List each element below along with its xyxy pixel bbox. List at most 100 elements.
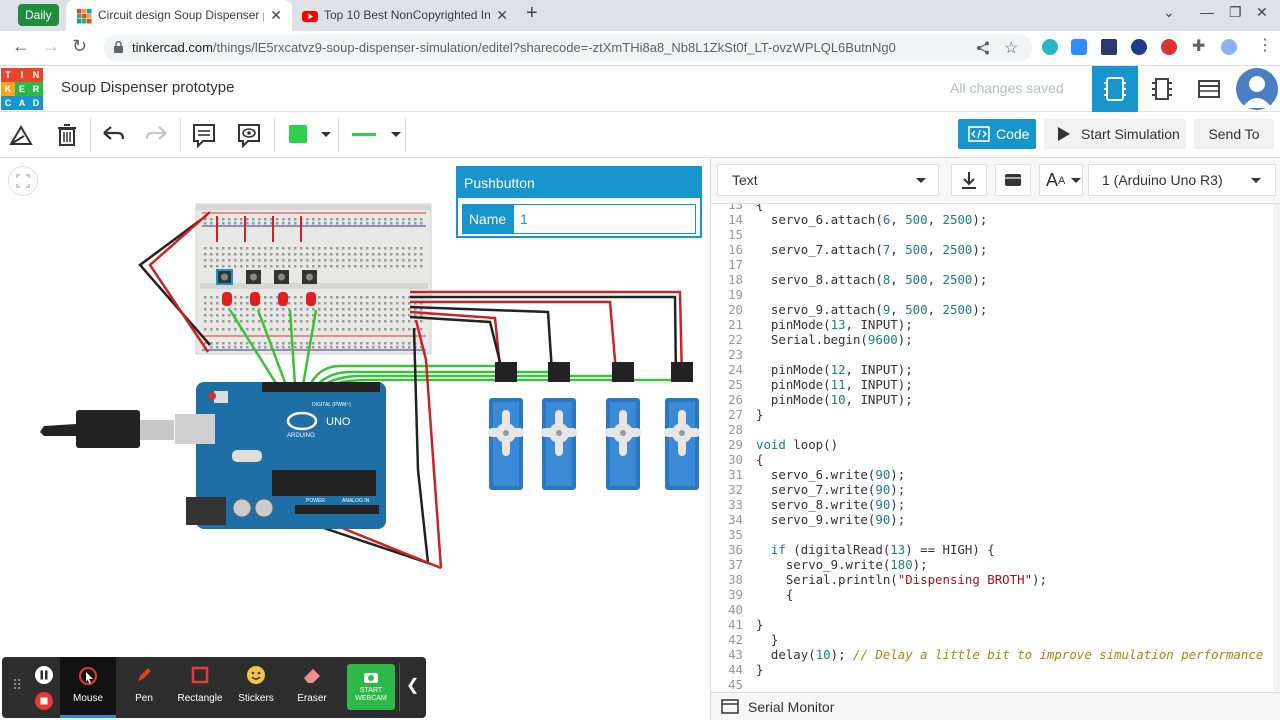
eraser-tool[interactable]: Eraser — [284, 657, 340, 718]
user-avatar[interactable] — [1236, 68, 1278, 110]
send-to-button[interactable]: Send To — [1194, 119, 1274, 149]
code-line[interactable]: 43 delay(10); // Delay a little bit to i… — [711, 647, 1273, 662]
code-line[interactable]: 19 — [711, 287, 1273, 302]
code-line[interactable]: 24 pinMode(12, INPUT); — [711, 362, 1273, 377]
profile-badge[interactable]: Daily — [18, 4, 59, 26]
code-line[interactable]: 34 servo_9.write(90); — [711, 512, 1273, 527]
schematic-view-button[interactable] — [1139, 66, 1185, 112]
code-line[interactable]: 38 Serial.println("Dispensing BROTH"); — [711, 572, 1273, 587]
circuit-canvas[interactable]: ARDUINO UNO DIGITAL (PWM~) POWER ANALOG … — [0, 158, 710, 720]
leds[interactable] — [222, 292, 316, 306]
wire-style-swatch[interactable] — [352, 133, 376, 136]
pen-tool[interactable]: Pen — [116, 657, 172, 718]
share-icon[interactable] — [976, 41, 990, 55]
code-line[interactable]: 17 — [711, 257, 1273, 272]
new-tab-icon[interactable]: + — [526, 2, 538, 24]
code-line[interactable]: 13{ — [711, 204, 1273, 212]
code-line[interactable]: 35 — [711, 527, 1273, 542]
undo-icon[interactable] — [100, 122, 126, 148]
reload-icon[interactable]: ↻ — [72, 36, 88, 56]
collapse-toolbar-icon[interactable]: ❮ — [406, 677, 420, 694]
code-line[interactable]: 28 — [711, 422, 1273, 437]
serial-monitor-bar[interactable]: Serial Monitor — [711, 692, 1280, 720]
code-line[interactable]: 14 servo_6.attach(6, 500, 2500); — [711, 212, 1273, 227]
code-scrollbar[interactable] — [1273, 204, 1280, 692]
extension-icon[interactable] — [1101, 39, 1117, 55]
chevron-down-icon[interactable] — [391, 132, 401, 137]
minimize-icon[interactable]: — — [1200, 4, 1214, 20]
arduino-uno-board[interactable]: ARDUINO UNO DIGITAL (PWM~) POWER ANALOG … — [175, 382, 386, 529]
code-line[interactable]: 41} — [711, 617, 1273, 632]
browser-tab-youtube[interactable]: Top 10 Best NonCopyrighted Intro Music ✕ — [292, 0, 518, 31]
back-icon[interactable]: ← — [12, 36, 30, 56]
fit-view-button[interactable] — [8, 166, 38, 196]
extension-icon[interactable] — [1161, 39, 1177, 55]
start-webcam-button[interactable]: START WEBCAM — [347, 664, 395, 710]
code-line[interactable]: 31 servo_6.write(90); — [711, 467, 1273, 482]
mouse-tool[interactable]: Mouse — [60, 657, 116, 718]
code-line[interactable]: 45 — [711, 677, 1273, 692]
bookmark-star-icon[interactable]: ☆ — [1004, 40, 1019, 57]
code-line[interactable]: 42 } — [711, 632, 1273, 647]
rotate-icon[interactable] — [8, 122, 34, 148]
code-line[interactable]: 20 servo_9.attach(9, 500, 2500); — [711, 302, 1273, 317]
redo-icon[interactable] — [144, 122, 170, 148]
code-line[interactable]: 26 pinMode(10, INPUT); — [711, 392, 1273, 407]
forward-icon[interactable]: → — [42, 36, 60, 56]
extensions-puzzle-icon[interactable]: ✚ — [1192, 38, 1206, 55]
rectangle-tool[interactable]: Rectangle — [172, 657, 228, 718]
pause-recording-icon[interactable] — [34, 665, 54, 685]
close-tab-icon[interactable]: ✕ — [270, 7, 282, 23]
download-code-button[interactable] — [951, 164, 987, 196]
code-line[interactable]: 39 { — [711, 587, 1273, 602]
code-line[interactable]: 22 Serial.begin(9600); — [711, 332, 1273, 347]
stickers-tool[interactable]: Stickers — [228, 657, 284, 718]
code-line[interactable]: 23 — [711, 347, 1273, 362]
close-window-icon[interactable]: ✕ — [1256, 4, 1268, 20]
board-select[interactable]: 1 (Arduino Uno R3) — [1088, 164, 1276, 196]
tab-search-icon[interactable]: ⌄ — [1163, 4, 1175, 20]
code-line[interactable]: 37 servo_9.write(180); — [711, 557, 1273, 572]
servo-motors[interactable] — [488, 362, 700, 490]
code-line[interactable]: 21 pinMode(13, INPUT); — [711, 317, 1273, 332]
code-line[interactable]: 44} — [711, 662, 1273, 677]
close-tab-icon[interactable]: ✕ — [496, 7, 508, 23]
code-line[interactable]: 40 — [711, 602, 1273, 617]
code-line[interactable]: 27} — [711, 407, 1273, 422]
circuit-view-button[interactable] — [1092, 66, 1138, 112]
profile-avatar-icon[interactable] — [1221, 39, 1237, 55]
code-line[interactable]: 36 if (digitalRead(13) == HIGH) { — [711, 542, 1273, 557]
drag-handle-icon[interactable]: ⠿ — [12, 677, 23, 693]
code-line[interactable]: 15 — [711, 227, 1273, 242]
project-title[interactable]: Soup Dispenser prototype — [61, 79, 235, 96]
extension-icon[interactable] — [1131, 39, 1147, 55]
browser-tab-tinkercad[interactable]: Circuit design Soup Dispenser prototype … — [66, 0, 292, 31]
color-swatch[interactable] — [289, 125, 307, 143]
font-size-button[interactable]: A A — [1039, 164, 1083, 196]
code-line[interactable]: 25 pinMode(11, INPUT); — [711, 377, 1273, 392]
notes-visibility-icon[interactable] — [236, 122, 262, 148]
zoom-extension-icon[interactable] — [1071, 39, 1087, 55]
notes-icon[interactable] — [191, 122, 217, 148]
code-line[interactable]: 16 servo_7.attach(7, 500, 2500); — [711, 242, 1273, 257]
code-line[interactable]: 18 servo_8.attach(8, 500, 2500); — [711, 272, 1273, 287]
start-simulation-button[interactable]: Start Simulation — [1044, 119, 1186, 149]
chrome-menu-icon[interactable]: ⋮ — [1257, 37, 1273, 54]
code-button[interactable]: Code — [958, 119, 1036, 149]
libraries-button[interactable] — [995, 164, 1031, 196]
code-line[interactable]: 33 servo_8.write(90); — [711, 497, 1273, 512]
maximize-icon[interactable]: ❐ — [1229, 4, 1242, 20]
extension-icon[interactable] — [1042, 39, 1058, 55]
chevron-down-icon[interactable] — [321, 132, 331, 137]
delete-icon[interactable] — [54, 122, 80, 148]
component-list-button[interactable] — [1186, 66, 1232, 112]
stop-recording-icon[interactable] — [34, 691, 54, 711]
url-input[interactable]: tinkercad.com/things/lE5rxcatvz9-soup-di… — [104, 34, 1032, 62]
component-name-input[interactable]: 1 — [513, 204, 696, 234]
code-mode-select[interactable]: Text — [717, 164, 939, 196]
code-line[interactable]: 32 servo_7.write(90); — [711, 482, 1273, 497]
pushbuttons[interactable] — [216, 269, 317, 285]
